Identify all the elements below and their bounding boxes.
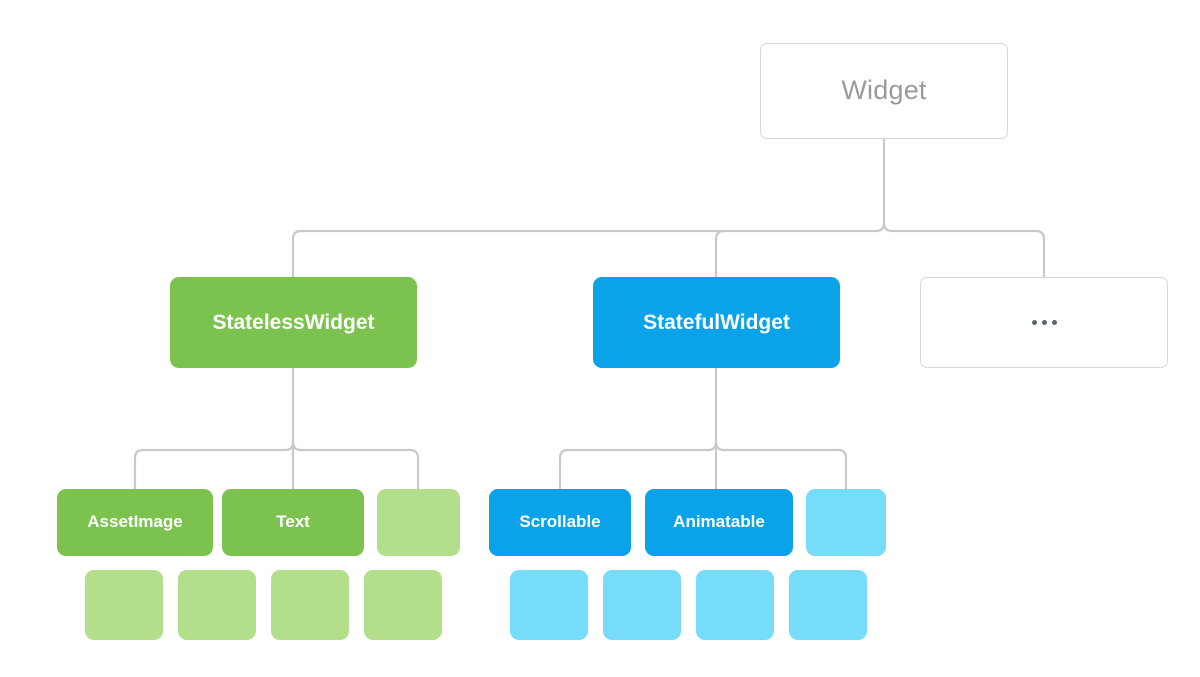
node-blue-leaf-2[interactable] xyxy=(603,570,681,640)
node-stateless-widget-label: StatelessWidget xyxy=(212,310,375,334)
ellipsis-icon xyxy=(1031,320,1057,325)
node-animatable[interactable]: Animatable xyxy=(645,489,793,556)
node-scrollable-label: Scrollable xyxy=(519,512,601,532)
edge-stateful-to-extra xyxy=(714,440,848,491)
edge-stateless-to-extra xyxy=(291,440,420,491)
node-text[interactable]: Text xyxy=(222,489,364,556)
edge-stateless-to-assetimage xyxy=(133,440,295,491)
node-assetimage[interactable]: AssetImage xyxy=(57,489,213,556)
node-stateless-widget[interactable]: StatelessWidget xyxy=(170,277,417,368)
edge-root-to-stateful xyxy=(714,229,726,279)
node-stateful-widget-label: StatefulWidget xyxy=(643,310,790,334)
node-stateful-widget[interactable]: StatefulWidget xyxy=(593,277,840,368)
node-blue-leaf-1[interactable] xyxy=(510,570,588,640)
node-widget[interactable]: Widget xyxy=(760,43,1008,139)
node-green-leaf-2[interactable] xyxy=(178,570,256,640)
node-animatable-label: Animatable xyxy=(673,512,765,532)
node-text-label: Text xyxy=(276,512,310,532)
node-green-leaf-1[interactable] xyxy=(85,570,163,640)
node-stateful-extra[interactable] xyxy=(806,489,886,556)
edge-root-to-ellipsis xyxy=(882,221,1046,279)
node-stateless-extra[interactable] xyxy=(377,489,460,556)
node-blue-leaf-3[interactable] xyxy=(696,570,774,640)
node-other-widgets[interactable] xyxy=(920,277,1168,368)
node-assetimage-label: AssetImage xyxy=(87,512,183,532)
node-blue-leaf-4[interactable] xyxy=(789,570,867,640)
node-scrollable[interactable]: Scrollable xyxy=(489,489,631,556)
node-widget-label: Widget xyxy=(841,75,927,106)
node-green-leaf-3[interactable] xyxy=(271,570,349,640)
node-green-leaf-4[interactable] xyxy=(364,570,442,640)
edge-stateful-to-scrollable xyxy=(558,440,718,491)
edge-root-to-stateless xyxy=(291,221,886,279)
